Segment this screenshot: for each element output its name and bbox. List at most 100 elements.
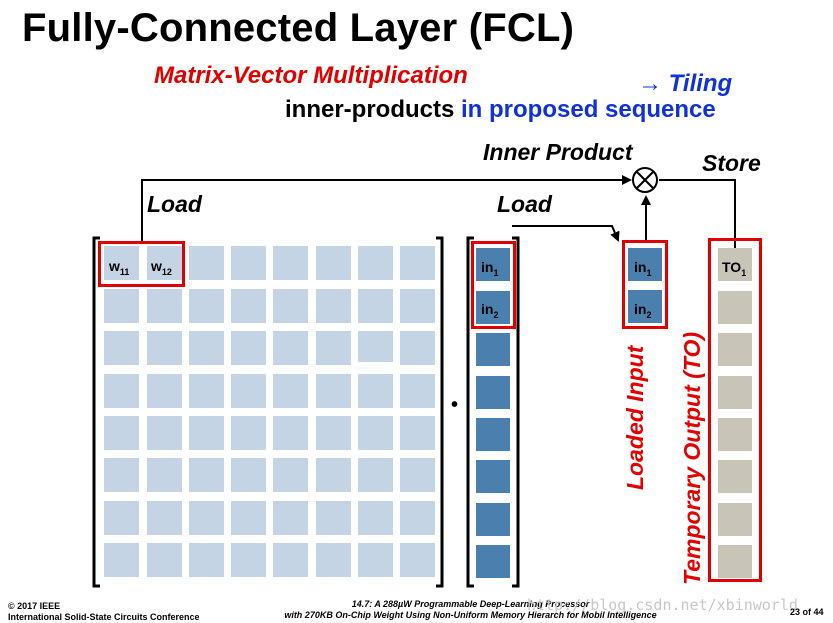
input-cell	[476, 291, 510, 324]
weight-tile-highlight	[98, 241, 185, 287]
weight-label-w11: w11	[109, 258, 130, 277]
input-cell	[476, 503, 510, 536]
dot-operator: •	[451, 394, 459, 416]
weight-cell	[189, 416, 224, 450]
weight-label-w12: w12	[151, 258, 172, 277]
weight-cell	[273, 458, 308, 492]
weight-cell	[273, 416, 308, 450]
temporary-output-cell	[718, 248, 752, 281]
input-cell	[476, 248, 510, 281]
weight-cell	[147, 289, 182, 323]
weight-cell	[316, 416, 351, 450]
vector-left-bracket	[466, 236, 474, 588]
weight-cell	[316, 246, 351, 280]
weight-load-label: Load	[147, 191, 202, 217]
weight-cell	[400, 458, 435, 492]
loaded-input-label-in1: in1	[634, 259, 652, 278]
temporary-output-cell	[718, 503, 752, 536]
weight-cell	[104, 374, 139, 408]
temporary-output-cell	[718, 418, 752, 451]
weight-cell	[273, 289, 308, 323]
weight-cell	[316, 331, 351, 365]
weight-cell	[104, 458, 139, 492]
weight-cell	[147, 246, 182, 280]
weight-cell	[147, 543, 182, 577]
tiling-note: → Tiling	[638, 70, 733, 97]
temporary-output-cell	[718, 291, 752, 324]
footer-page-number: 23 of 44	[790, 607, 824, 617]
weight-cell	[400, 374, 435, 408]
loaded-input-cell	[628, 290, 662, 323]
input-label-in2: in2	[481, 301, 499, 320]
input-cell	[476, 460, 510, 493]
inner-product-label: Inner Product	[483, 139, 633, 165]
weight-cell	[316, 543, 351, 577]
temporary-output-box	[708, 238, 762, 582]
temporary-output-cell	[718, 545, 752, 578]
weight-cell	[273, 501, 308, 535]
weight-cell	[104, 416, 139, 450]
loaded-input-caption: Loaded Input	[622, 345, 648, 490]
weight-cell	[358, 331, 393, 362]
weight-cell	[358, 289, 393, 323]
weight-cell	[400, 416, 435, 450]
input-cell	[476, 333, 510, 366]
input-cell	[476, 376, 510, 409]
input-label-in1: in1	[481, 259, 499, 278]
temporary-output-cell	[718, 333, 752, 366]
weight-cell	[104, 246, 139, 280]
weight-cell	[189, 501, 224, 535]
weight-cell	[231, 289, 266, 323]
input-tile-highlight	[471, 241, 516, 329]
weight-cell	[147, 374, 182, 408]
weight-cell	[231, 543, 266, 577]
weight-cell	[358, 501, 393, 535]
loaded-input-box	[622, 240, 668, 329]
footer-conference: International Solid-State Circuits Confe…	[8, 612, 200, 622]
matrix-left-bracket	[92, 236, 100, 588]
weight-cell	[273, 543, 308, 577]
slide-title: Fully-Connected Layer (FCL)	[22, 6, 575, 50]
weight-cell	[273, 331, 308, 365]
weight-cell	[400, 246, 435, 280]
temporary-output-caption: Temporary Output (TO)	[679, 332, 705, 585]
weight-cell	[400, 501, 435, 535]
weight-cell	[316, 289, 351, 323]
weight-cell	[231, 416, 266, 450]
input-load-label: Load	[497, 191, 552, 217]
weight-cell	[273, 374, 308, 408]
weight-cell	[358, 543, 393, 577]
temporary-output-cell	[718, 376, 752, 409]
weight-cell	[231, 246, 266, 280]
weight-cell	[358, 246, 393, 280]
weight-cell	[358, 416, 393, 450]
weight-cell	[316, 374, 351, 408]
weight-cell	[189, 543, 224, 577]
weight-cell	[189, 374, 224, 408]
inner-products-line: inner-products in proposed sequence	[285, 96, 716, 124]
weight-cell	[147, 416, 182, 450]
weight-cell	[147, 501, 182, 535]
weight-cell	[358, 374, 393, 408]
slide-subtitle: Matrix-Vector Multiplication	[154, 62, 468, 89]
vector-right-bracket	[512, 236, 520, 588]
store-line	[659, 179, 740, 260]
weight-cell	[104, 331, 139, 365]
footer-paper-title: 14.7: A 288µW Programmable Deep-Learning…	[284, 599, 657, 620]
store-label: Store	[702, 150, 761, 176]
weight-cell	[189, 246, 224, 280]
weight-cell	[273, 246, 308, 280]
multiply-cross-b	[636, 171, 654, 189]
weight-cell	[316, 501, 351, 535]
proposed-sequence-text: in proposed sequence	[461, 96, 716, 123]
footer-copyright: © 2017 IEEE	[8, 601, 61, 611]
weight-cell	[189, 289, 224, 323]
weight-cell	[189, 331, 224, 365]
inner-products-text: inner-products	[285, 96, 462, 123]
loaded-input-label-in2: in2	[634, 301, 652, 320]
input-load-line	[512, 225, 620, 242]
weight-cell	[316, 458, 351, 492]
weight-cell	[231, 501, 266, 535]
weight-cell	[104, 543, 139, 577]
